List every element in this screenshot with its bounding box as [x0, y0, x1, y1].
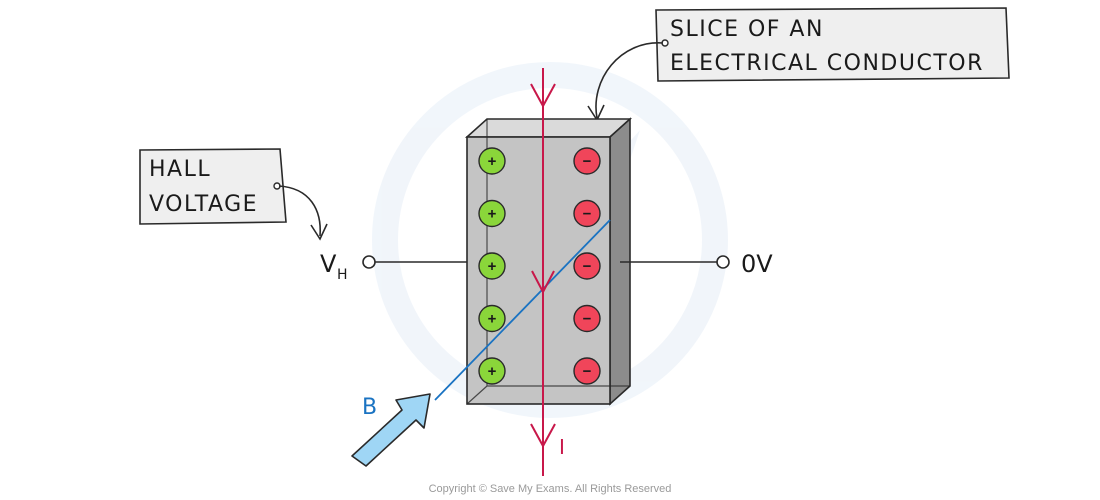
- negative-charge: −: [573, 357, 601, 385]
- svg-text:−: −: [583, 153, 592, 170]
- negative-charge: −: [573, 252, 601, 280]
- negative-charge: −: [573, 199, 601, 228]
- negative-charges: − − − − −: [573, 147, 601, 385]
- slice-label-line1: SLICE OF AN: [670, 17, 824, 42]
- svg-text:−: −: [583, 311, 592, 328]
- magnetic-field-line: [434, 219, 611, 401]
- positive-charge: +: [478, 147, 506, 175]
- magnetic-field-arrow: [351, 393, 431, 467]
- slice-pointer-arrow: [595, 42, 664, 119]
- block-top-face: [464, 118, 633, 138]
- hall-voltage-symbol: V: [320, 250, 337, 278]
- svg-text:−: −: [583, 258, 592, 275]
- current-label: I: [559, 435, 565, 459]
- positive-charge: +: [478, 357, 506, 385]
- svg-text:+: +: [488, 311, 497, 328]
- magnetic-field-label: B: [362, 395, 377, 420]
- left-terminal: [362, 255, 467, 269]
- hall-label-line1: HALL: [149, 157, 211, 182]
- hall-pointer-arrow: [278, 185, 321, 237]
- positive-charge: +: [478, 252, 506, 280]
- svg-text:−: −: [583, 206, 592, 223]
- negative-charge: −: [573, 304, 601, 333]
- hall-label-box: HALL VOLTAGE: [139, 148, 287, 225]
- svg-text:+: +: [488, 153, 497, 170]
- hall-pointer-arrowhead: [310, 223, 328, 241]
- hall-voltage-subscript: H: [337, 267, 348, 283]
- current-arrowhead-middle: [531, 270, 555, 295]
- negative-charge: −: [573, 147, 601, 175]
- current-arrowhead-top: [530, 83, 556, 109]
- hall-label-line2: VOLTAGE: [149, 192, 258, 217]
- right-terminal: [620, 255, 730, 269]
- copyright-notice: Copyright © Save My Exams. All Rights Re…: [429, 483, 672, 495]
- svg-text:−: −: [583, 363, 592, 380]
- slice-label-line2: ELECTRICAL CONDUCTOR: [670, 51, 984, 76]
- zero-volt-label: 0V: [741, 250, 773, 278]
- slice-label-box: SLICE OF AN ELECTRICAL CONDUCTOR: [655, 7, 1010, 82]
- svg-text:+: +: [488, 206, 497, 223]
- current-arrowhead-bottom: [530, 423, 556, 449]
- svg-text:+: +: [488, 258, 497, 275]
- positive-charge: +: [478, 199, 506, 228]
- svg-text:+: +: [488, 363, 497, 380]
- positive-charge: +: [478, 304, 506, 333]
- positive-charges: + + + + +: [478, 147, 506, 385]
